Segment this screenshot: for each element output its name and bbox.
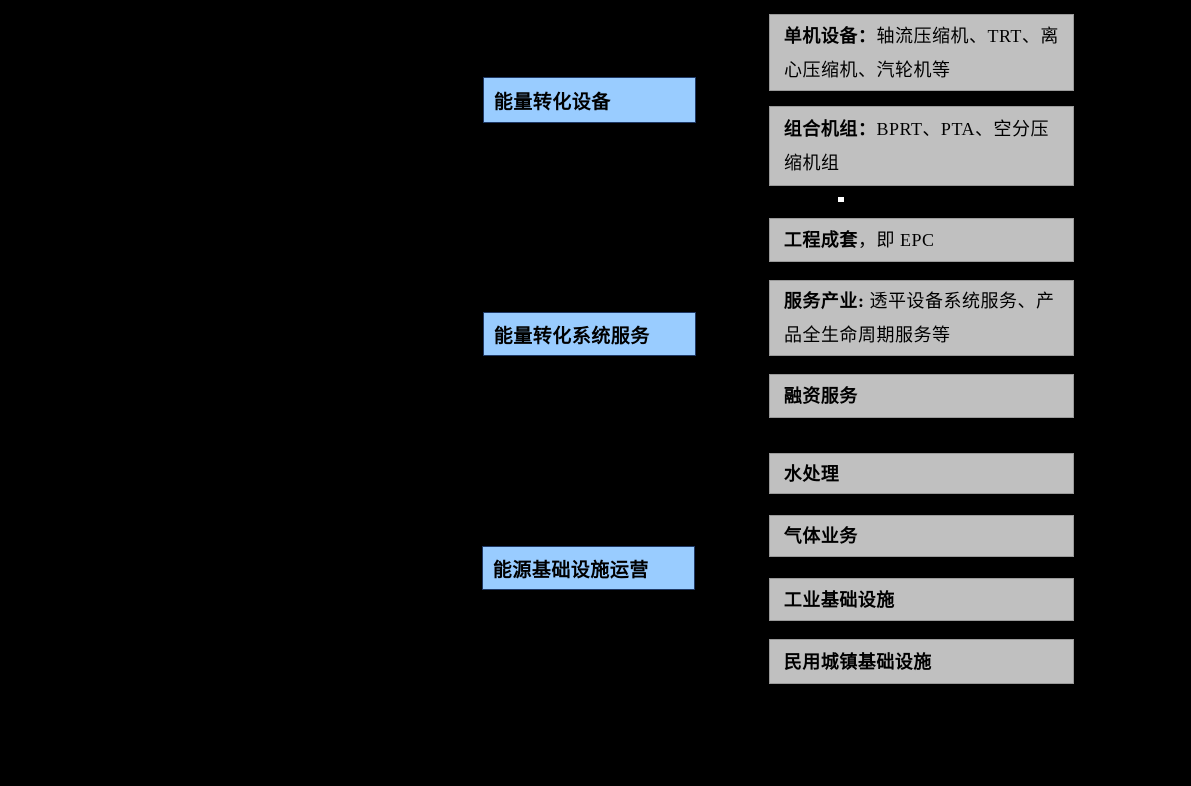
category-label: 能量转化系统服务 bbox=[494, 325, 651, 347]
item-detail: 透平设备系统服务、产品全生命周期服务等 bbox=[784, 291, 1055, 345]
item-box-industrial-infrastructure: 工业基础设施 bbox=[769, 578, 1074, 621]
category-label: 能量转化设备 bbox=[494, 91, 612, 113]
item-text: 融资服务 bbox=[784, 379, 858, 413]
category-box-energy-conversion-equipment: 能量转化设备 bbox=[483, 77, 696, 123]
item-prefix: 水处理 bbox=[784, 463, 840, 484]
category-box-energy-infrastructure-operation: 能源基础设施运营 bbox=[482, 546, 695, 590]
white-dot-artifact bbox=[838, 197, 844, 202]
item-box-engineering-epc: 工程成套，即 EPC bbox=[769, 218, 1074, 262]
item-text: 组合机组：BPRT、PTA、空分压缩机组 bbox=[784, 112, 1063, 180]
item-prefix: 服务产业: bbox=[784, 291, 870, 311]
item-prefix: 气体业务 bbox=[784, 526, 858, 546]
item-text: 服务产业: 透平设备系统服务、产品全生命周期服务等 bbox=[784, 284, 1063, 352]
item-prefix: 单机设备： bbox=[784, 25, 877, 46]
item-text: 水处理 bbox=[784, 457, 840, 491]
category-box-energy-conversion-system-services: 能量转化系统服务 bbox=[483, 312, 696, 356]
category-label: 能源基础设施运营 bbox=[493, 559, 650, 581]
item-box-single-machine-equipment: 单机设备：轴流压缩机、TRT、离心压缩机、汽轮机等 bbox=[769, 14, 1074, 91]
item-text: 单机设备：轴流压缩机、TRT、离心压缩机、汽轮机等 bbox=[784, 19, 1063, 87]
item-box-gas-business: 气体业务 bbox=[769, 515, 1074, 557]
item-box-water-treatment: 水处理 bbox=[769, 453, 1074, 494]
item-detail: 轴流压缩机、TRT、离心压缩机、汽轮机等 bbox=[784, 25, 1059, 80]
item-prefix: 融资服务 bbox=[784, 386, 858, 406]
item-prefix: 工程成套 bbox=[784, 230, 858, 250]
item-box-civil-urban-infrastructure: 民用城镇基础设施 bbox=[769, 639, 1074, 684]
item-text: 工程成套，即 EPC bbox=[784, 223, 935, 257]
item-prefix: 民用城镇基础设施 bbox=[784, 651, 932, 672]
item-detail: ，即 EPC bbox=[858, 230, 935, 250]
item-box-service-industry: 服务产业: 透平设备系统服务、产品全生命周期服务等 bbox=[769, 280, 1074, 356]
item-prefix: 组合机组： bbox=[784, 119, 877, 139]
item-detail: BPRT、PTA、空分压缩机组 bbox=[784, 119, 1049, 173]
item-text: 气体业务 bbox=[784, 519, 858, 553]
item-box-combined-units: 组合机组：BPRT、PTA、空分压缩机组 bbox=[769, 106, 1074, 186]
item-prefix: 工业基础设施 bbox=[784, 589, 895, 610]
item-box-financing-services: 融资服务 bbox=[769, 374, 1074, 418]
item-text: 民用城镇基础设施 bbox=[784, 645, 932, 679]
item-text: 工业基础设施 bbox=[784, 583, 895, 617]
